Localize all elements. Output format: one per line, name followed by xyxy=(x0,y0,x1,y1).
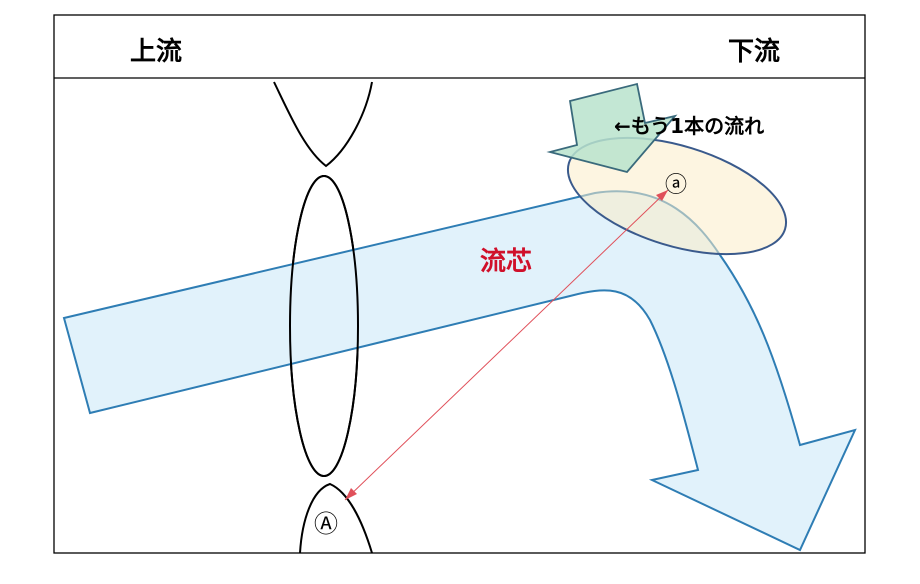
core-label: 流芯 xyxy=(480,247,532,277)
point-A-marker: Ⓐ xyxy=(314,510,338,538)
measure-line xyxy=(344,189,669,501)
upper-bank-contour xyxy=(273,81,373,168)
measure-arrowhead-A xyxy=(345,488,357,500)
lower-bank-contour xyxy=(299,482,373,554)
diagram-frame xyxy=(53,14,866,554)
upstream-label: 上流 xyxy=(130,37,182,67)
central-bar-outline-top xyxy=(289,175,359,477)
other-flow-label: ←もう1本の流れ xyxy=(614,114,764,138)
measure-arrowhead-a xyxy=(656,190,668,201)
point-a-marker: ⓐ xyxy=(665,173,687,198)
other-flow-arrow xyxy=(546,82,678,174)
downstream-label: 下流 xyxy=(728,37,780,67)
